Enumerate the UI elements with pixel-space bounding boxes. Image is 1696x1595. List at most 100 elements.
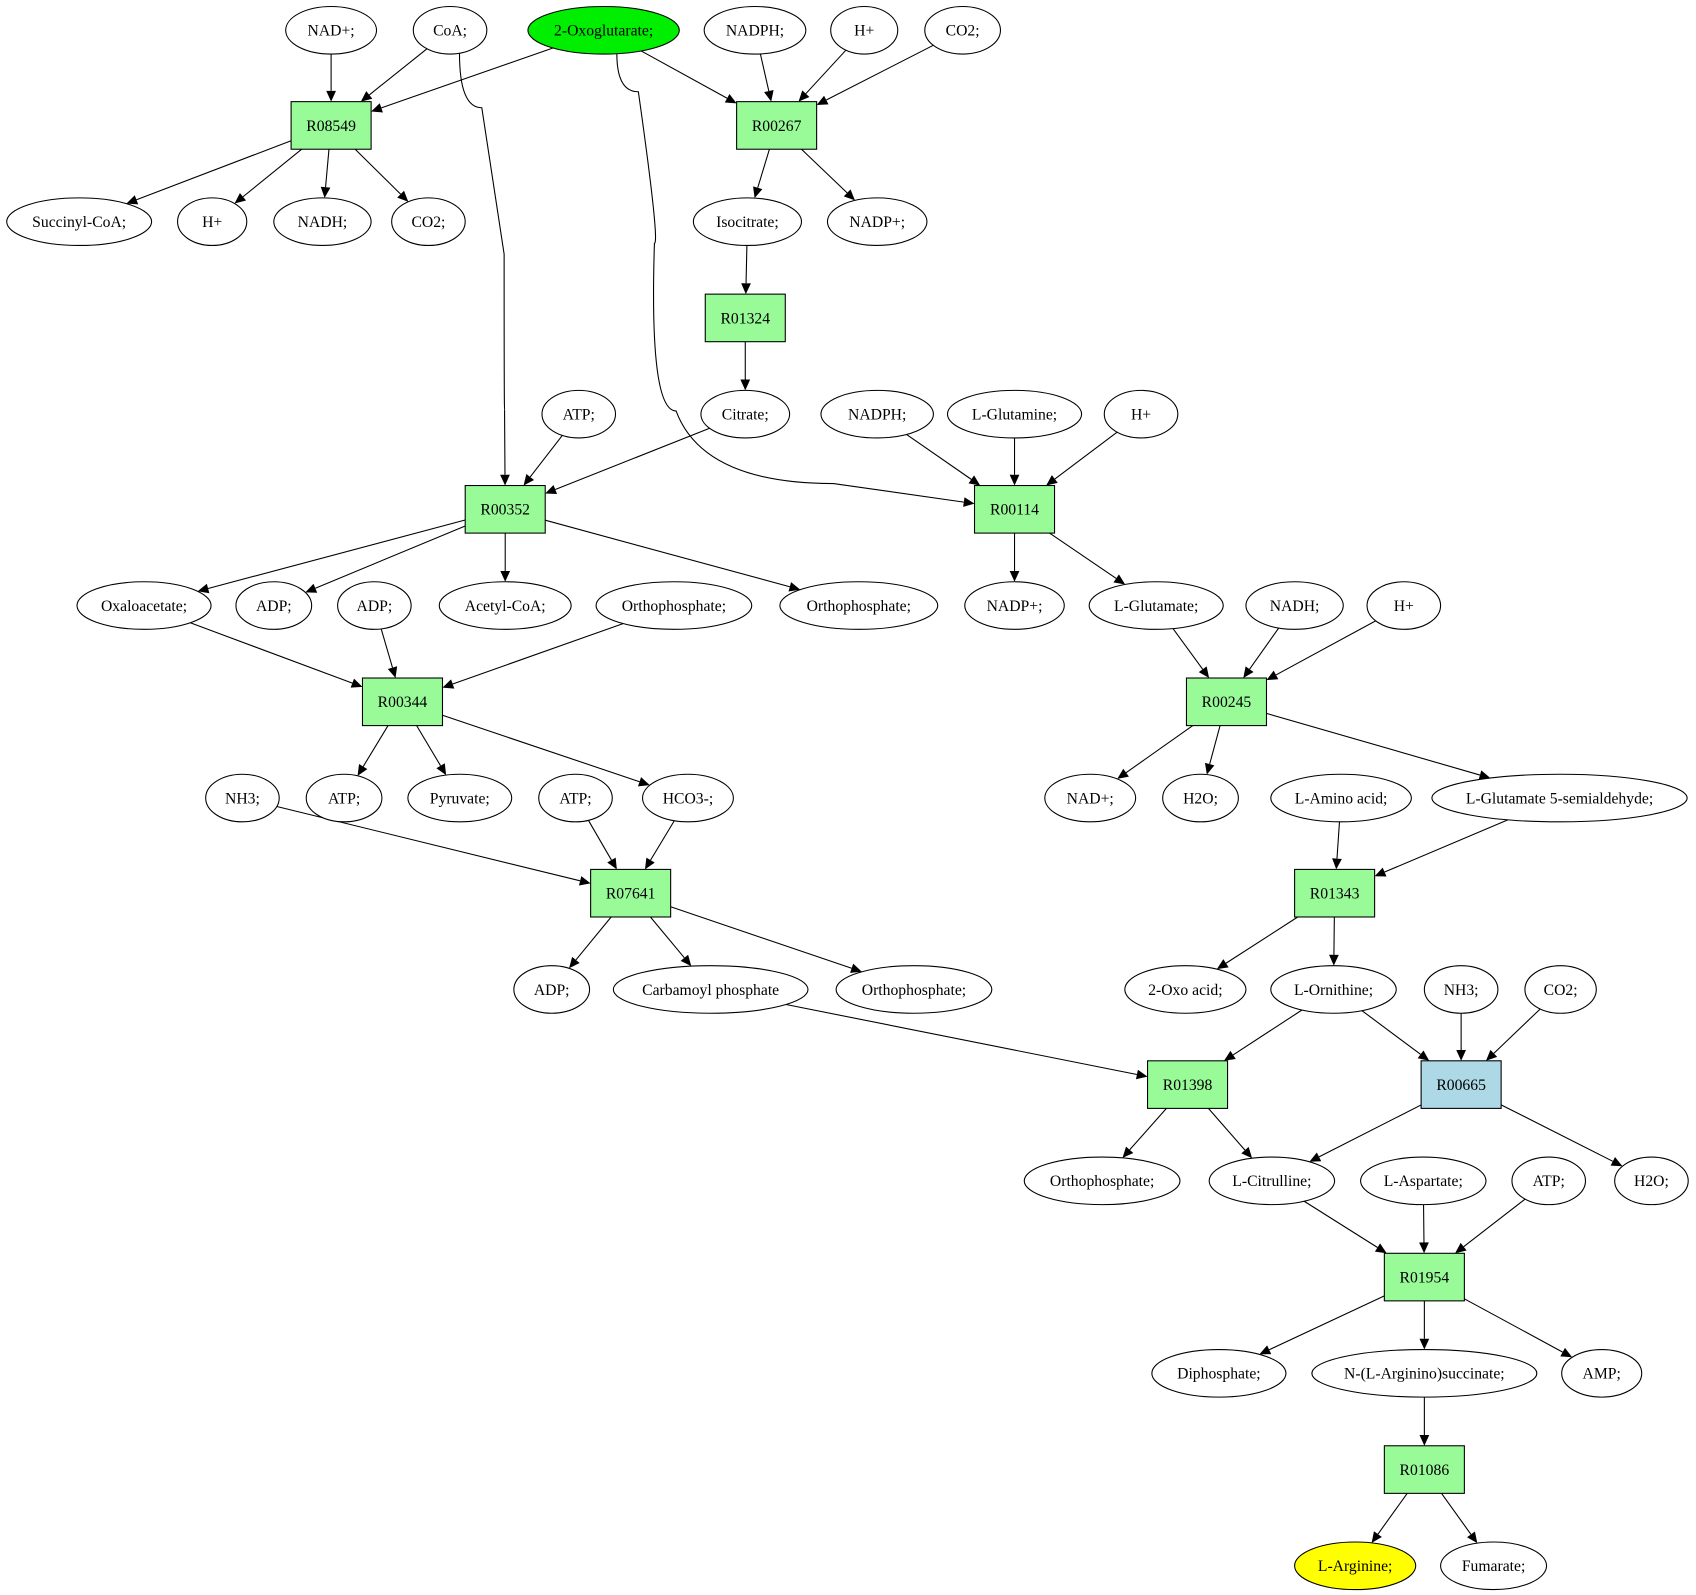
compound-node-adp3[interactable]: ADP;	[513, 965, 591, 1014]
compound-node-nad2[interactable]: NAD+;	[1044, 773, 1137, 823]
reaction-node-R01086[interactable]: R01086	[1383, 1445, 1465, 1494]
compound-node-g5sa[interactable]: L-Glutamate 5-semialdehyde;	[1431, 773, 1688, 823]
compound-node-atp4[interactable]: ATP;	[1511, 1156, 1587, 1206]
edge-line	[1493, 1008, 1541, 1054]
reaction-box	[290, 101, 372, 150]
compound-node-glu[interactable]: L-Glutamate;	[1088, 581, 1224, 630]
compound-node-nas[interactable]: N-(L-Arginino)succinate;	[1311, 1348, 1538, 1398]
edge-R01086-to-arg	[1371, 1493, 1408, 1543]
arrowhead-icon	[1216, 959, 1229, 970]
compound-node-nadh2[interactable]: NADH;	[1245, 581, 1344, 630]
compound-node-oxoacid[interactable]: 2-Oxo acid;	[1124, 965, 1247, 1014]
compound-node-nh3b[interactable]: NH3;	[1423, 965, 1499, 1014]
edge-adp2-to-R00344	[380, 628, 398, 679]
compound-node-cit[interactable]: L-Citrulline;	[1208, 1156, 1336, 1206]
arrowhead-icon	[1478, 770, 1491, 780]
compound-ellipse	[612, 965, 809, 1014]
edge-hco3-to-R07641	[644, 820, 675, 870]
compound-node-succ[interactable]: Succinyl-CoA;	[6, 197, 153, 247]
edge-gln-to-R00114	[1009, 437, 1020, 486]
compound-node-h4[interactable]: H+	[1366, 581, 1442, 630]
compound-node-h1[interactable]: H+	[830, 5, 899, 55]
compound-node-h2o2[interactable]: H2O;	[1614, 1156, 1689, 1206]
compound-node-orn[interactable]: L-Ornithine;	[1270, 965, 1397, 1014]
compound-node-nad1[interactable]: NAD+;	[285, 5, 378, 55]
compound-node-nadh1[interactable]: NADH;	[273, 197, 372, 247]
arrowhead-icon	[357, 764, 368, 776]
reaction-node-R08549[interactable]: R08549	[290, 101, 372, 150]
compound-node-asp[interactable]: L-Aspartate;	[1360, 1156, 1487, 1206]
reaction-box	[704, 293, 786, 343]
compound-ellipse	[1423, 965, 1499, 1014]
compound-node-adp2[interactable]: ADP;	[337, 581, 412, 630]
reaction-node-R00665[interactable]: R00665	[1420, 1060, 1502, 1109]
compound-node-isocit[interactable]: Isocitrate;	[692, 197, 803, 247]
compound-node-h3[interactable]: H+	[1103, 389, 1179, 439]
compound-node-nadp1[interactable]: NADP+;	[826, 197, 928, 247]
compound-ellipse	[1440, 1541, 1548, 1591]
edge-line	[190, 622, 353, 684]
edge-orn-to-R01398	[1224, 1009, 1303, 1061]
node-label: NADPH;	[726, 23, 784, 40]
reaction-node-R00344[interactable]: R00344	[361, 677, 444, 727]
compound-node-nh3a[interactable]: NH3;	[205, 773, 280, 823]
edge-nad1-to-R08549	[326, 54, 336, 102]
edge-R00352-to-pi2	[545, 519, 801, 592]
compound-node-nadph2[interactable]: NADPH;	[820, 389, 934, 439]
compound-node-citrate[interactable]: Citrate;	[700, 389, 791, 439]
compound-node-nadph1[interactable]: NADPH;	[703, 5, 807, 55]
reaction-node-R00114[interactable]: R00114	[973, 484, 1056, 534]
compound-node-pyr[interactable]: Pyruvate;	[407, 773, 513, 823]
reaction-node-R00245[interactable]: R00245	[1185, 677, 1268, 727]
compound-node-adp1[interactable]: ADP;	[235, 581, 313, 630]
compound-node-oaa[interactable]: Oxaloacetate;	[76, 581, 212, 630]
compound-node-atp2[interactable]: ATP;	[305, 773, 383, 823]
edge-line	[1336, 821, 1341, 859]
compound-node-ppi[interactable]: Diphosphate;	[1151, 1348, 1287, 1398]
edge-line	[1500, 1104, 1614, 1162]
node-label: CO2;	[1544, 982, 1578, 999]
edge-line	[1266, 712, 1481, 776]
compound-node-co2a[interactable]: CO2;	[924, 5, 1002, 55]
reaction-node-R00352[interactable]: R00352	[464, 484, 546, 534]
compound-node-carb[interactable]: Carbamoyl phosphate	[612, 965, 809, 1014]
compound-node-hco3[interactable]: HCO3-;	[642, 773, 734, 823]
compound-node-pi1[interactable]: Orthophosphate;	[595, 581, 753, 630]
compound-node-pi2[interactable]: Orthophosphate;	[779, 581, 939, 630]
arrowhead-icon	[1374, 1243, 1387, 1254]
reaction-node-R01398[interactable]: R01398	[1146, 1060, 1229, 1109]
compound-node-amp[interactable]: AMP;	[1561, 1348, 1643, 1398]
arrowhead-icon	[523, 473, 535, 486]
edge-line	[416, 725, 442, 767]
reaction-node-R01324[interactable]: R01324	[704, 293, 786, 343]
compound-node-accoa[interactable]: Acetyl-CoA;	[438, 581, 572, 630]
edge-line	[136, 140, 292, 201]
compound-node-atp1[interactable]: ATP;	[541, 389, 617, 439]
compound-ellipse	[1270, 965, 1397, 1014]
compound-node-gln[interactable]: L-Glutamine;	[946, 389, 1083, 439]
arrowhead-icon	[764, 90, 774, 102]
reaction-node-R01954[interactable]: R01954	[1383, 1252, 1465, 1302]
compound-node-coa[interactable]: CoA;	[412, 5, 488, 55]
compound-node-pi3[interactable]: Orthophosphate;	[835, 965, 993, 1014]
edge-R00245-to-h2o1	[1204, 725, 1221, 775]
edge-line	[826, 44, 934, 101]
edge-line	[1054, 431, 1118, 480]
reaction-node-R00267[interactable]: R00267	[736, 101, 818, 150]
compound-node-co2b[interactable]: CO2;	[391, 197, 466, 247]
compound-node-pi4[interactable]: Orthophosphate;	[1023, 1156, 1181, 1206]
reaction-node-R07641[interactable]: R07641	[590, 868, 672, 918]
compound-node-atp3[interactable]: ATP;	[538, 773, 613, 823]
compound-ellipse	[407, 773, 513, 823]
edge-nh3b-to-R00665	[1456, 1013, 1466, 1061]
compound-node-arg[interactable]: L-Arginine;	[1294, 1541, 1417, 1591]
compound-node-nadp2[interactable]: NADP+;	[964, 581, 1065, 630]
reaction-node-R01343[interactable]: R01343	[1294, 868, 1376, 918]
compound-node-h2[interactable]: H+	[177, 197, 248, 247]
compound-node-oxo[interactable]: 2-Oxoglutarate;	[527, 5, 680, 55]
compound-node-aa[interactable]: L-Amino acid;	[1270, 773, 1412, 823]
compound-node-co2c[interactable]: CO2;	[1524, 965, 1597, 1014]
compound-node-h2o1[interactable]: H2O;	[1162, 773, 1239, 823]
edge-coa-to-R08549	[360, 48, 428, 102]
compound-node-fum[interactable]: Fumarate;	[1440, 1541, 1548, 1591]
